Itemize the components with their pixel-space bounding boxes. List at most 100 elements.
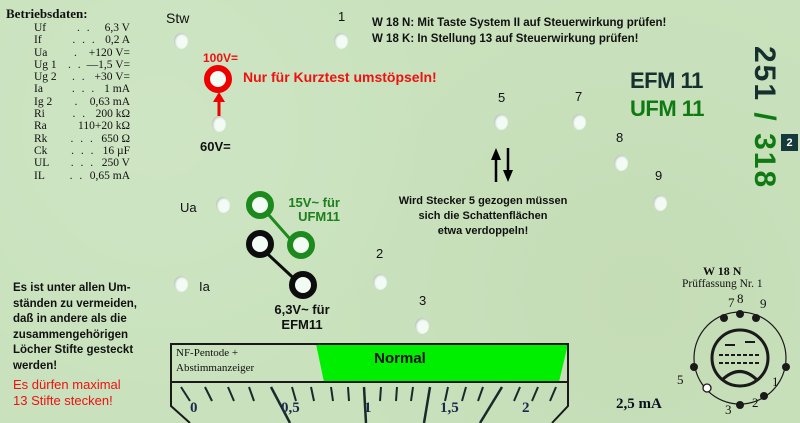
spec-symbol: Ug 2	[34, 71, 57, 84]
arrows-up-down-icon	[491, 148, 513, 182]
spec-symbol: Rk	[34, 132, 48, 145]
hole-pin-8[interactable]	[614, 155, 628, 171]
spec-value: 0,2 A	[105, 34, 130, 47]
meter-description: NF-Pentode + Abstimmanzeiger	[176, 346, 254, 376]
spec-dots: .	[74, 95, 80, 108]
hole-ua[interactable]	[216, 197, 230, 213]
socket-pin-3: 3	[725, 402, 732, 417]
spec-value: 650 Ω	[101, 132, 130, 145]
spec-value: 200 kΩ	[95, 108, 130, 121]
spec-row: Ra 110+20 kΩ	[34, 120, 130, 132]
hole-15v-ring-2[interactable]	[287, 231, 315, 259]
spec-value: 110+20 kΩ	[78, 120, 130, 133]
spec-value: 250 V	[101, 157, 130, 170]
card-number-dark: 251	[748, 46, 781, 103]
spec-symbol: Ig 2	[34, 95, 53, 108]
pin-9-label: 9	[655, 168, 663, 183]
hole-pin-7[interactable]	[572, 114, 586, 130]
hole-pin-9[interactable]	[653, 195, 667, 211]
spec-dots: . . .	[70, 132, 95, 145]
v100-label: 100V=	[203, 51, 239, 65]
specs-table: Uf. .6,3 V If. . .0,2 A Ua.+120 V= Ug 1.…	[34, 22, 130, 182]
spec-value: +120 V=	[88, 46, 130, 59]
arrow-up-icon	[213, 92, 225, 116]
socket-pin-8: 8	[737, 291, 744, 306]
v60-label: 60V=	[200, 139, 231, 154]
instructions: W 18 N: Mit Taste System II auf Steuerwi…	[372, 15, 666, 47]
hole-63v-ring-2[interactable]	[289, 271, 317, 299]
hole-pin-2[interactable]	[373, 274, 387, 290]
hole-ia[interactable]	[174, 276, 188, 292]
spec-row: Ug 1. .—1,5 V=	[34, 59, 130, 71]
pin-1-label: 1	[338, 9, 346, 24]
stecker-note-line-3: etwa verdoppeln!	[437, 225, 529, 237]
tube-name-ufm: UFM 11	[630, 96, 705, 121]
socket-pin-2: 2	[752, 395, 759, 410]
hole-100v-ring[interactable]	[204, 65, 232, 93]
v63-label-line-1: 6,3V~ für	[274, 302, 330, 317]
warning-line: Löcher Stifte gesteckt	[13, 344, 134, 356]
spec-value: 16 µF	[102, 144, 130, 157]
spec-symbol: UL	[34, 157, 50, 170]
card-number-text: 251 / 318	[747, 46, 781, 189]
scale-label-2: 2	[522, 400, 530, 416]
stw-label: Stw	[166, 10, 190, 26]
spec-value: 0,63 mA	[89, 95, 130, 108]
tube-name-efm: EFM 11	[630, 68, 703, 93]
status-normal: Normal	[374, 350, 426, 367]
hole-15v-ring-1[interactable]	[246, 191, 274, 219]
hole-pin-3[interactable]	[415, 318, 429, 334]
pin-8-label: 8	[616, 130, 624, 145]
spec-row: Ig 2. 0,63 mA	[34, 96, 130, 108]
ia-label: Ia	[199, 279, 210, 294]
spec-dots: . . .	[71, 83, 97, 96]
spec-dots: . . .	[72, 34, 97, 47]
stecker-note-line-2: sich die Schattenflächen	[418, 210, 548, 222]
stecker-note-line-1: Wird Stecker 5 gezogen müssen	[398, 195, 568, 207]
spec-symbol: Ri	[34, 108, 45, 121]
v15-label-line-1: 15V~ für	[288, 195, 340, 210]
spec-dots: . .	[72, 108, 88, 121]
warning-line: Es ist unter allen Um-	[13, 282, 131, 294]
spec-symbol: Ug 1	[34, 58, 57, 71]
v63-label-line-2: EFM11	[281, 317, 323, 332]
pin-3-label: 3	[419, 293, 427, 308]
spec-row: Ri . . 200 kΩ	[34, 108, 130, 120]
instruction-line-1: W 18 N: Mit Taste System II auf Steuerwi…	[372, 17, 667, 29]
card-number-green: 318	[748, 133, 781, 190]
socket-title: W 18 N	[703, 264, 742, 278]
meter-scale	[170, 343, 569, 423]
spec-row: If. . .0,2 A	[34, 34, 130, 46]
socket-diagram-icon	[690, 310, 790, 409]
hole-60v[interactable]	[212, 116, 226, 132]
warning-line: daß in andere als die	[13, 313, 127, 325]
spec-symbol: Ia	[34, 83, 43, 96]
spec-dots: . .	[77, 22, 92, 34]
max-pins-warning: Es dürfen maximal 13 Stifte stecken!	[13, 377, 121, 409]
socket-pin-5: 5	[677, 372, 684, 387]
ua-label: Ua	[180, 200, 197, 215]
pin-7-label: 7	[575, 89, 583, 104]
pin-5-label: 5	[498, 90, 506, 105]
warning-line: werden!	[13, 359, 58, 372]
spec-symbol: Ua	[34, 46, 48, 59]
hole-pin-5[interactable]	[494, 114, 508, 130]
card-number: 251 / 318	[735, 34, 800, 204]
pin-2-label: 2	[376, 246, 384, 261]
spec-value: +30 V=	[94, 71, 130, 84]
hole-63v-ring-1[interactable]	[246, 230, 274, 258]
scale-label-0-5: 0,5	[281, 400, 300, 416]
scale-end-label: 2,5 mA	[616, 396, 662, 412]
spec-row: Ua.+120 V=	[34, 47, 130, 59]
spec-row: IL. .0,65 mA	[34, 170, 130, 182]
spec-symbol: Ra	[34, 120, 47, 133]
hole-stw[interactable]	[174, 33, 188, 49]
socket-pin-9: 9	[760, 296, 767, 311]
spec-row: UL. . .250 V	[34, 157, 130, 169]
spec-symbol: IL	[34, 169, 45, 182]
spec-symbol: Uf	[34, 22, 47, 34]
spec-row: Ug 2. .+30 V=	[34, 71, 130, 83]
meter-desc-line-1: NF-Pentode +	[176, 347, 239, 359]
warning-line: zusammengehörigen	[13, 328, 129, 341]
hole-pin-1[interactable]	[334, 33, 348, 49]
